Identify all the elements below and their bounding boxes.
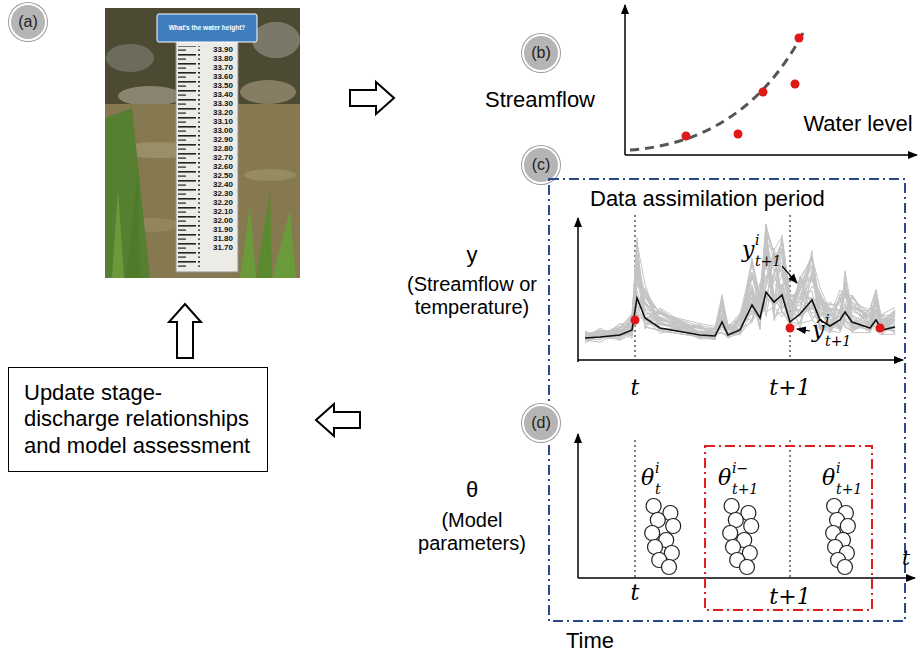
axis-label: ŷ — [812, 317, 824, 342]
parameter-particle — [662, 560, 677, 575]
gauge-number: 33.10 — [213, 117, 233, 126]
axis-label: t+1 — [825, 333, 851, 349]
gauge-number: 33.30 — [213, 99, 233, 108]
dash-dot-outline — [548, 178, 906, 622]
gauge-number: 32.40 — [213, 180, 233, 189]
ensemble-member — [585, 232, 895, 337]
axis-label: i — [655, 460, 659, 476]
axis-label: θ — [466, 477, 478, 502]
ensemble-member — [585, 253, 895, 341]
ensemble-member — [585, 235, 895, 336]
axis-label: i — [755, 232, 759, 248]
time-series-plot — [578, 215, 903, 362]
gauge-photo — [105, 8, 300, 278]
panel-letter-circle: (b) — [522, 34, 560, 72]
hollow-arrow — [169, 304, 201, 358]
axis-label: t — [902, 547, 910, 570]
gauge-number: 33.70 — [213, 63, 233, 72]
gauge-number: 31.70 — [213, 243, 233, 252]
gauge-number: 31.90 — [213, 225, 233, 234]
node-text: (b) — [531, 44, 551, 62]
assimilation-period-box: Data assimilation period — [548, 178, 906, 622]
axis-label: (Model parameters) — [407, 509, 537, 555]
gauge-number: 33.00 — [213, 126, 233, 135]
ensemble-member — [585, 230, 895, 337]
axis-label: t+1 — [732, 481, 758, 497]
gauge-number: 32.00 — [213, 216, 233, 225]
node-text: (a) — [18, 13, 38, 31]
ensemble-mean — [585, 292, 895, 338]
gauge-number: 32.50 — [213, 171, 233, 180]
ensemble-member — [585, 273, 895, 339]
ensemble-member — [585, 256, 895, 340]
gauge-number: 32.80 — [213, 144, 233, 153]
gauge-number: 31.80 — [213, 234, 233, 243]
axis-label: t — [631, 580, 640, 605]
hollow-arrow — [350, 82, 394, 114]
gauge-number: 33.50 — [213, 81, 233, 90]
axis-label: i− — [732, 460, 748, 476]
process-box: Update stage- discharge relationships an… — [8, 367, 268, 472]
parameter-particle — [646, 499, 661, 514]
gauge-number: 33.80 — [213, 54, 233, 63]
parameter-particle — [740, 560, 755, 575]
node-text: (d) — [531, 414, 551, 432]
parameter-plot — [578, 434, 915, 610]
axis-label: t+1 — [836, 481, 862, 497]
gauge-number: 32.90 — [213, 135, 233, 144]
parameter-particle — [744, 519, 759, 534]
ensemble-member — [585, 233, 895, 337]
parameter-particle — [723, 526, 738, 541]
axis-label: Water level — [803, 111, 912, 136]
axis-label: θ — [822, 465, 835, 490]
panel-letter-circle: (a) — [9, 3, 47, 41]
axis-label: Time — [566, 628, 614, 653]
gauge-number: 33.90 — [213, 45, 233, 54]
gauge-number: 33.60 — [213, 72, 233, 81]
ensemble-member — [585, 236, 895, 336]
rating-curve-plot — [625, 5, 917, 155]
parameter-particle — [837, 560, 852, 575]
node-text: Data assimilation period — [548, 178, 906, 212]
axis-label: t — [655, 481, 661, 497]
axis-label: t+1 — [769, 584, 810, 609]
axis-label: y — [467, 242, 478, 267]
axis-label: y — [742, 237, 754, 262]
node-text: Update stage- discharge relationships an… — [24, 380, 252, 459]
dash-dot-rect — [549, 179, 905, 621]
hollow-arrow — [316, 404, 360, 436]
gauge-number: 32.30 — [213, 189, 233, 198]
gauge-number: 33.20 — [213, 108, 233, 117]
axis-label: Streamflow — [485, 87, 595, 112]
gauge-number: 32.10 — [213, 207, 233, 216]
axis-label: θ — [718, 465, 731, 490]
axis-label: t — [631, 375, 640, 400]
ensemble-member — [585, 251, 895, 340]
axis-label: θ — [641, 465, 654, 490]
gauge-number: 32.60 — [213, 162, 233, 171]
parameter-particle — [724, 499, 739, 514]
ensemble-member — [585, 226, 895, 338]
ensemble-member — [585, 252, 895, 341]
axis-label: i — [836, 460, 840, 476]
gauge-number: 32.20 — [213, 198, 233, 207]
gauge-number: 33.40 — [213, 90, 233, 99]
axis-label: (Streamflow or temperature) — [397, 273, 547, 319]
axis-label: t+1 — [769, 375, 810, 400]
parameter-particle — [840, 519, 855, 534]
node-text: (c) — [532, 156, 551, 174]
axis-label: i — [825, 312, 829, 328]
parameter-particle — [645, 526, 660, 541]
sign-text: What's the water height? — [169, 24, 246, 31]
parameter-particle — [666, 519, 681, 534]
panel-letter-circle: (d) — [522, 404, 560, 442]
axis-label: t+1 — [755, 253, 781, 269]
gauge-number: 32.70 — [213, 153, 233, 162]
